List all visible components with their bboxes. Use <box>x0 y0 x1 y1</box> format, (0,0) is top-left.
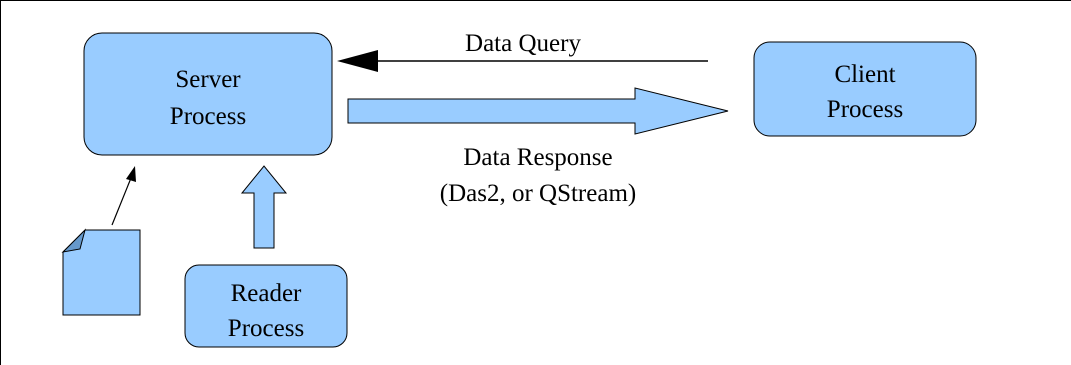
client-process-node: Client Process <box>753 41 977 137</box>
reader-process-label-line2: Process <box>228 315 304 342</box>
data-response-arrow-shape <box>347 87 729 135</box>
file-to-server-arrow-line <box>111 177 132 226</box>
server-process-node: Server Process <box>83 32 333 156</box>
data-response-arrow: Data Response (Das2, or QStream) <box>347 87 729 207</box>
server-process-label-line2: Process <box>170 103 246 130</box>
file-to-server-arrowhead <box>126 166 136 182</box>
data-query-label: Data Query <box>465 30 581 57</box>
data-response-label-line2: (Das2, or QStream) <box>440 180 636 207</box>
data-response-label-line1: Data Response <box>463 144 612 171</box>
file-to-server-arrow <box>111 166 136 226</box>
data-query-arrowhead <box>337 50 378 72</box>
reader-process-node: Reader Process <box>184 264 348 348</box>
server-process-box <box>83 32 333 156</box>
client-process-label-line1: Client <box>834 61 895 88</box>
reader-process-label-line1: Reader <box>231 280 302 307</box>
data-query-arrow: Data Query <box>337 30 708 72</box>
client-process-box <box>753 41 977 137</box>
server-process-label-line1: Server <box>175 66 241 93</box>
reader-process-box <box>184 264 348 348</box>
document-icon-fold <box>61 228 86 253</box>
document-icon <box>61 228 141 316</box>
reader-to-server-arrow <box>240 165 288 249</box>
reader-to-server-arrow-shape <box>240 165 288 249</box>
client-process-label-line2: Process <box>827 96 903 123</box>
